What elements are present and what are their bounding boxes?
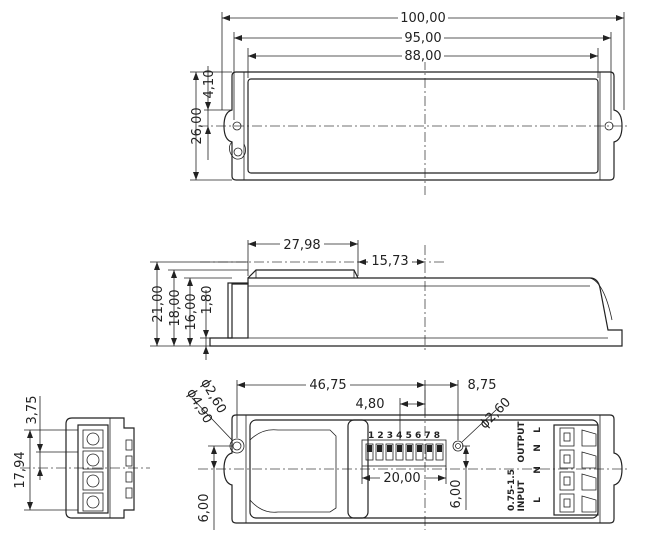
- dim-length-holes: 95,00: [404, 31, 441, 46]
- dim-side-b: 15,73: [371, 254, 408, 269]
- dim-end-width: 17,94: [13, 451, 28, 488]
- terminal-n-input: N: [533, 466, 543, 474]
- end-terminals: [82, 429, 104, 512]
- dim-length-body: 88,00: [404, 49, 441, 64]
- terminal-l-input: L: [533, 497, 543, 503]
- dim-front-b: 8,75: [468, 378, 497, 393]
- terminal-labels: 0.75-1.5 INPUT OUTPUT L N N L: [507, 421, 543, 512]
- end-view: 17,94 3,75: [13, 396, 150, 519]
- dim-height-base: 1,80: [200, 286, 215, 315]
- dim-length-total: 100,00: [400, 11, 446, 26]
- dip-switch: [365, 443, 444, 461]
- dim-side-a: 27,98: [283, 238, 320, 253]
- dim-height-total: 21,00: [151, 285, 166, 322]
- dim-height-inner: 16,00: [184, 293, 199, 330]
- dim-flange: 4,10: [202, 70, 217, 99]
- dim-front-d: 20,00: [383, 471, 420, 486]
- terminal-l-output: L: [533, 427, 543, 433]
- input-label: INPUT: [517, 480, 527, 512]
- dim-height-body: 18,00: [168, 289, 183, 326]
- terminal-n-output: N: [533, 444, 543, 452]
- dim-front-e: 6,00: [197, 494, 212, 523]
- terminal-block-right: [553, 424, 599, 516]
- front-view: 1 2 3 4 5 6 7 8 0.75-1.5 INPUT OUTPUT L …: [183, 376, 630, 530]
- spec-label: 0.75-1.5: [507, 469, 517, 511]
- switch-numbers: 1 2 3 4 5 6 7 8: [368, 431, 440, 441]
- top-view: 100,00 95,00 88,00 26,00 4,10: [190, 9, 630, 195]
- dim-end-offset: 3,75: [25, 396, 40, 425]
- side-view: 27,98 15,73 21,00 18,00 16,00 1,80: [150, 236, 623, 360]
- dim-front-f: 6,00: [449, 480, 464, 509]
- dim-width: 26,00: [190, 107, 205, 144]
- output-label: OUTPUT: [517, 421, 527, 463]
- dim-front-a: 46,75: [309, 378, 346, 393]
- hole-dia-c: ϕ2,60: [477, 395, 514, 432]
- dim-front-c: 4,80: [356, 397, 385, 412]
